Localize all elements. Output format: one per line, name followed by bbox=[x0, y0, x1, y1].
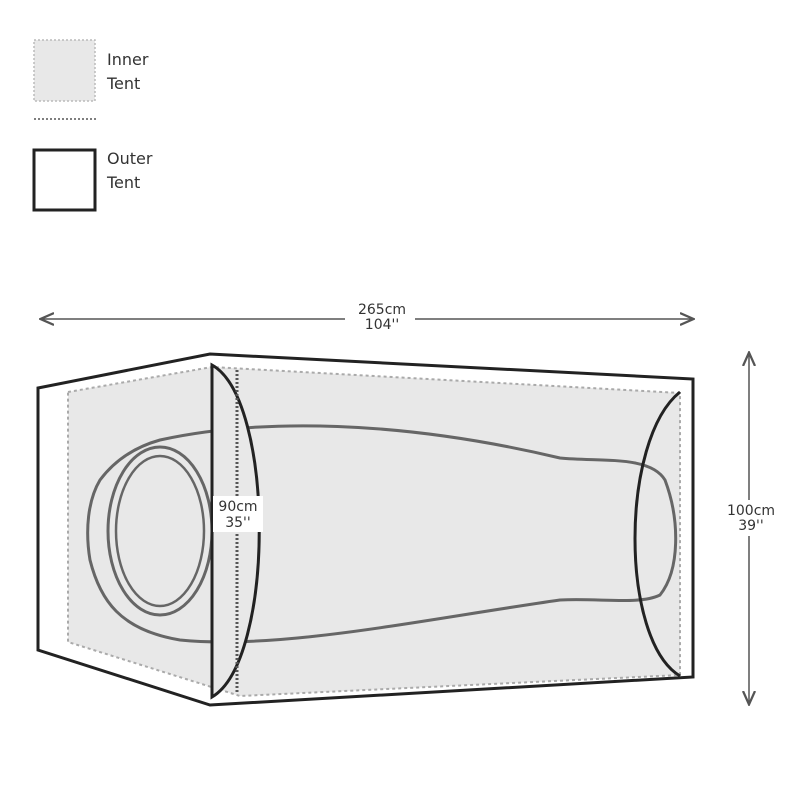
legend-outer-label-1: Outer bbox=[107, 149, 153, 168]
inner-tent bbox=[67, 365, 681, 698]
length-metric: 265cm bbox=[358, 302, 406, 318]
height-imperial: 39'' bbox=[738, 518, 764, 534]
rear-door bbox=[633, 390, 681, 678]
sleeping-bag bbox=[86, 424, 678, 644]
legend-outer-swatch bbox=[32, 148, 97, 212]
legend-inner-label-1: Inner bbox=[107, 50, 149, 69]
sleeping-bag-hood-inner bbox=[114, 454, 206, 608]
width-metric: 90cm bbox=[218, 499, 257, 515]
height-metric: 100cm bbox=[727, 503, 775, 519]
legend-outer-label-2: Tent bbox=[106, 173, 140, 192]
width-imperial: 35'' bbox=[225, 515, 251, 531]
legend-inner-swatch bbox=[33, 39, 96, 102]
legend-inner-label-2: Tent bbox=[106, 74, 140, 93]
length-imperial: 104'' bbox=[365, 317, 399, 333]
